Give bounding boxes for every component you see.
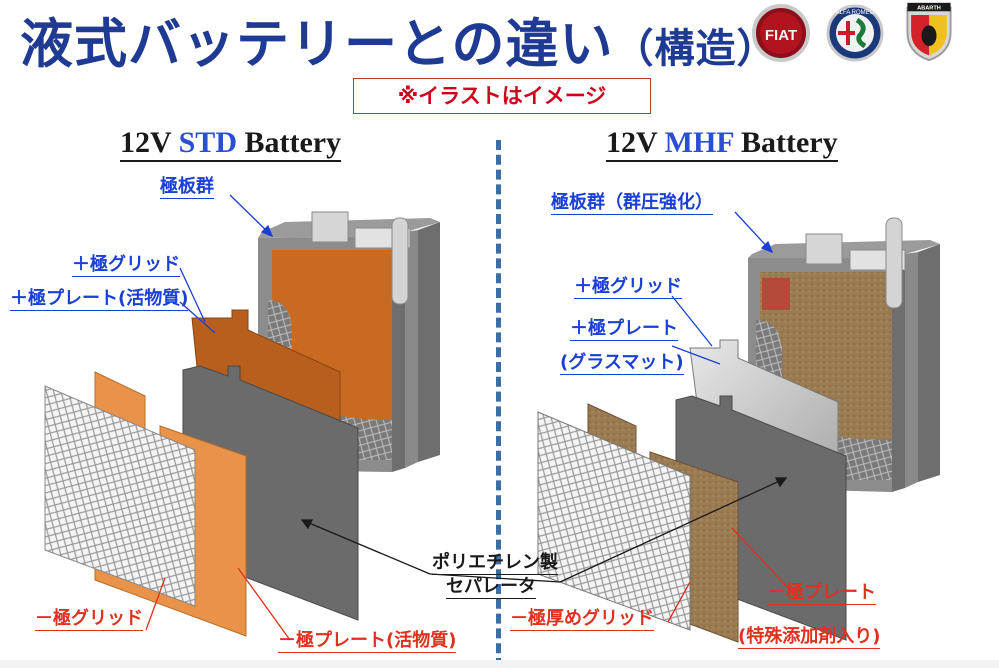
red-leader-lines bbox=[145, 527, 791, 641]
mhf-plate-group-block bbox=[748, 217, 940, 492]
std-leader-lines bbox=[179, 194, 274, 334]
std-neg-grid-label: －極グリッド bbox=[35, 608, 143, 631]
std-heading-prefix: 12V bbox=[120, 126, 179, 159]
mhf-battery-heading: 12V MHF Battery bbox=[606, 126, 838, 162]
mhf-neg-plate-sub-label: (特殊添加剤入り) bbox=[738, 626, 881, 649]
separator-leader-lines bbox=[300, 477, 788, 583]
mhf-heading-accent: MHF bbox=[664, 126, 734, 159]
std-pos-grid-label: ＋極グリッド bbox=[72, 254, 180, 277]
fiat-logo: FIAT bbox=[752, 4, 810, 62]
std-battery-heading: 12V STD Battery bbox=[120, 126, 342, 162]
abarth-logo: ABARTH bbox=[906, 2, 952, 62]
abarth-logo-text: ABARTH bbox=[917, 5, 941, 11]
mhf-plate-group-label: 極板群（群圧強化） bbox=[551, 192, 713, 215]
mhf-pos-plate-sub-label: (グラスマット) bbox=[560, 352, 684, 375]
mhf-heading-suffix: Battery bbox=[733, 126, 838, 159]
page-title: 液式バッテリーとの違い（構造） bbox=[20, 2, 777, 78]
std-battery-illustration bbox=[44, 211, 440, 637]
std-heading-accent: STD bbox=[178, 126, 237, 159]
std-heading-suffix: Battery bbox=[236, 126, 342, 159]
separator-label-line2: セパレータ bbox=[446, 576, 536, 599]
std-plate-group-label: 極板群 bbox=[160, 176, 214, 199]
mhf-pos-grid-label: ＋極グリッド bbox=[574, 276, 682, 299]
std-neg-plate-label: －極プレート(活物質) bbox=[278, 630, 457, 653]
mhf-pos-plate-label: ＋極プレート bbox=[570, 318, 678, 341]
page-title-paren: （構造） bbox=[613, 26, 778, 72]
page-title-main: 液式バッテリーとの違い bbox=[20, 14, 614, 75]
center-divider bbox=[496, 140, 501, 668]
mhf-battery-illustration bbox=[537, 217, 940, 643]
fiat-logo-text: FIAT bbox=[765, 27, 797, 44]
mhf-neg-grid-label: －極厚めグリッド bbox=[510, 608, 654, 631]
illustration-note: ※イラストはイメージ bbox=[353, 78, 651, 114]
mhf-heading-prefix: 12V bbox=[606, 126, 665, 159]
std-pos-plate-label: ＋極プレート(活物質) bbox=[10, 288, 189, 311]
mhf-leader-lines bbox=[671, 211, 774, 365]
mhf-neg-plate-label: －極プレート bbox=[768, 582, 876, 605]
alfa-romeo-logo: ALFA ROMEO bbox=[826, 4, 884, 62]
alfa-romeo-logo-text: ALFA ROMEO bbox=[836, 10, 875, 16]
footer-strip bbox=[0, 660, 999, 668]
separator-label-line1: ポリエチレン製 bbox=[432, 552, 558, 575]
